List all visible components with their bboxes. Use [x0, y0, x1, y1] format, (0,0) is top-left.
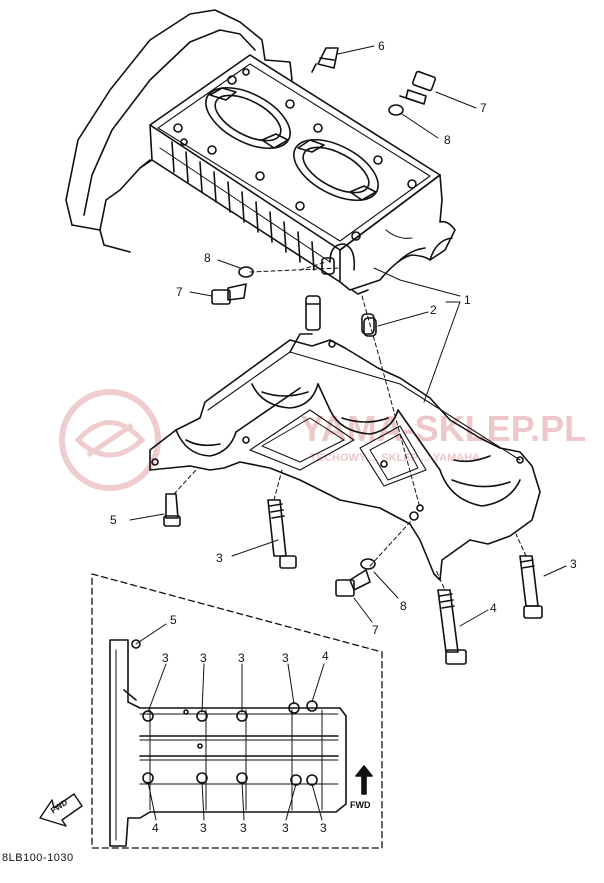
callout-part-6: 6	[378, 39, 385, 53]
callout-part-3-left: 3	[216, 551, 223, 565]
upper-crankcase	[65, 9, 456, 295]
callout-part-1: 1	[464, 293, 471, 307]
lower-crankcase	[149, 295, 541, 581]
detail-callout-4-top: 4	[322, 649, 329, 663]
washer-part-8-lower	[360, 558, 376, 570]
callout-part-3-right: 3	[570, 557, 577, 571]
long-bolt-part-3-right	[519, 555, 543, 619]
fitting-part-6	[311, 47, 339, 73]
detail-callout-3-e: 3	[200, 821, 207, 835]
dowel-part-2	[363, 317, 377, 337]
callout-part-8-mid: 8	[204, 251, 211, 265]
bolt-pattern-detail	[109, 623, 347, 847]
bolt-part-5	[163, 493, 181, 527]
long-bolt-part-4	[437, 589, 467, 665]
callout-part-8-upper: 8	[444, 133, 451, 147]
callout-part-7-upper: 7	[480, 101, 487, 115]
leader-lines	[129, 45, 567, 627]
fwd-label-right: FWD	[350, 800, 371, 810]
washer-part-8-upper	[388, 104, 404, 116]
detail-callout-4-bottom: 4	[152, 821, 159, 835]
callout-part-7-mid: 7	[176, 285, 183, 299]
long-bolt-part-3-left	[267, 499, 297, 569]
callout-part-2: 2	[430, 303, 437, 317]
callout-part-4: 4	[490, 601, 497, 615]
callout-part-7-lower: 7	[372, 623, 379, 637]
bolt-part-7-lower	[335, 569, 371, 597]
watermark-tagline: TECHOWY ... SKLEP ... YAMAHA	[310, 452, 481, 464]
detail-callout-3-g: 3	[282, 821, 289, 835]
fwd-up-arrow	[355, 765, 373, 795]
drawing-code: 8LB100-1030	[2, 852, 74, 864]
detail-callout-3-c: 3	[238, 651, 245, 665]
detail-callout-3-f: 3	[240, 821, 247, 835]
detail-callout-3-d: 3	[282, 651, 289, 665]
detail-callout-3-h: 3	[320, 821, 327, 835]
detail-callout-3-b: 3	[200, 651, 207, 665]
fwd-diagonal-arrow	[39, 793, 83, 827]
callout-part-8-lower: 8	[400, 599, 407, 613]
detail-callout-3-a: 3	[162, 651, 169, 665]
detail-view-frame	[91, 573, 383, 849]
detail-callout-5: 5	[170, 613, 177, 627]
callout-part-5: 5	[110, 513, 117, 527]
bolt-part-7-mid	[211, 283, 247, 305]
bolt-part-7-upper	[399, 70, 437, 105]
